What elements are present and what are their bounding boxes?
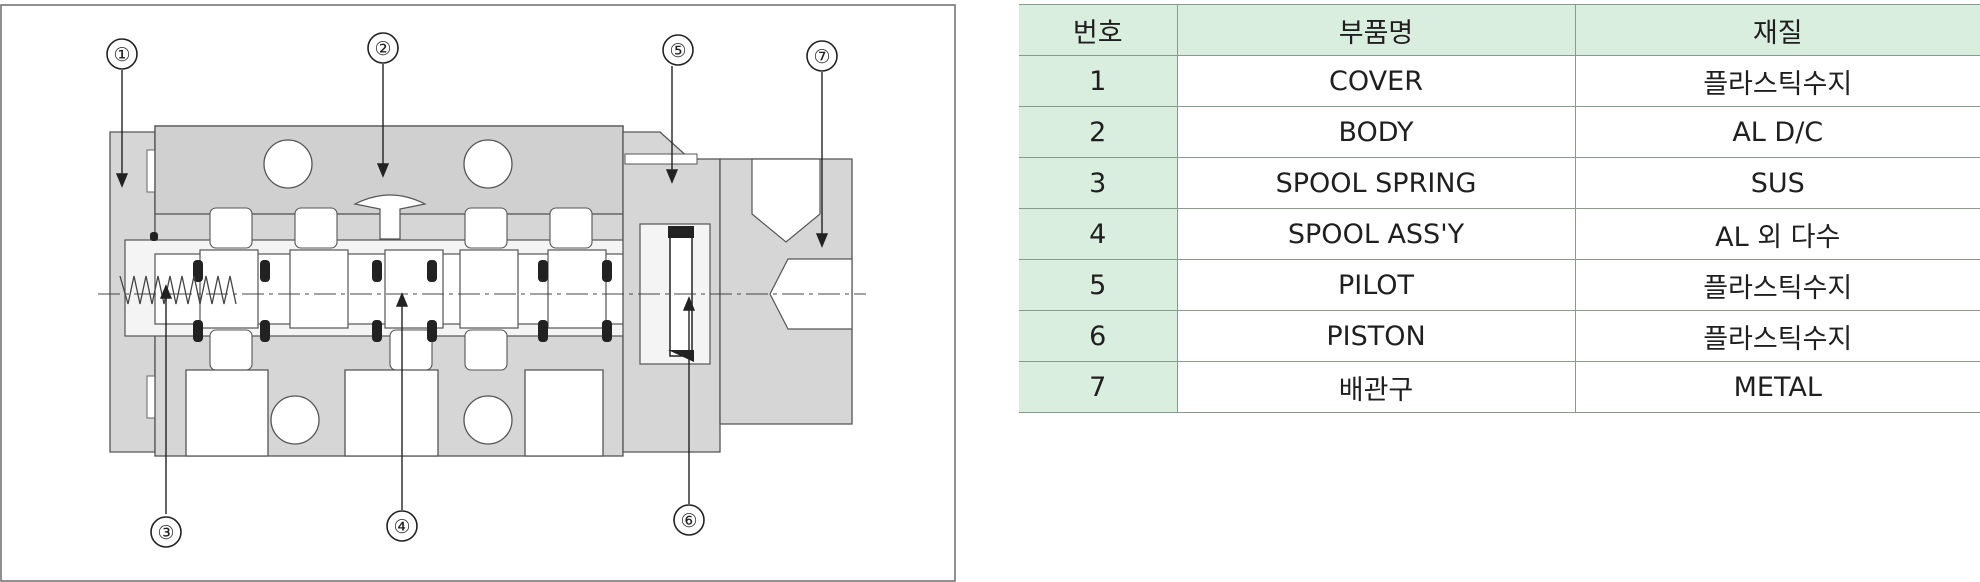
callout-1-label: ① bbox=[113, 44, 130, 66]
row-material: SUS bbox=[1575, 157, 1980, 209]
mount-hole bbox=[263, 139, 313, 189]
port-chambers bbox=[209, 207, 593, 371]
row-material: 플라스틱수지 bbox=[1575, 259, 1980, 311]
mount-hole bbox=[270, 395, 320, 445]
table-row: 6 PISTON 플라스틱수지 bbox=[1019, 310, 1980, 362]
header-part-name: 부품명 bbox=[1177, 4, 1576, 56]
row-part-name: PISTON bbox=[1177, 310, 1576, 362]
spool-spring bbox=[119, 275, 237, 305]
table-row: 5 PILOT 플라스틱수지 bbox=[1019, 259, 1980, 311]
piston-seal bbox=[668, 350, 694, 362]
callout-7-label: ⑦ bbox=[813, 46, 830, 68]
o-rings bbox=[150, 232, 612, 342]
pilot-passage bbox=[353, 194, 427, 240]
row-material: AL 외 다수 bbox=[1575, 208, 1980, 260]
row-material: AL D/C bbox=[1575, 106, 1980, 158]
header-material: 재질 bbox=[1575, 4, 1980, 56]
table-row: 1 COVER 플라스틱수지 bbox=[1019, 55, 1980, 107]
row-material: METAL bbox=[1575, 361, 1980, 413]
callout-2-circle bbox=[367, 32, 399, 64]
callout-1-circle bbox=[106, 38, 138, 70]
row-part-name: SPOOL ASS'Y bbox=[1177, 208, 1576, 260]
row-number: 1 bbox=[1019, 55, 1178, 107]
row-material: 플라스틱수지 bbox=[1575, 55, 1980, 107]
lower-ports bbox=[185, 369, 604, 457]
row-number: 7 bbox=[1019, 361, 1178, 413]
row-number: 3 bbox=[1019, 157, 1178, 209]
header-number: 번호 bbox=[1019, 4, 1178, 56]
row-number: 6 bbox=[1019, 310, 1178, 362]
row-part-name: PILOT bbox=[1177, 259, 1576, 311]
mount-hole bbox=[463, 139, 513, 189]
mount-hole bbox=[463, 395, 513, 445]
valve-cross-section-diagram: ① ② ③ ④ ⑤ ⑥ ⑦ bbox=[0, 4, 956, 582]
callout-7-circle bbox=[806, 40, 838, 72]
row-part-name: BODY bbox=[1177, 106, 1576, 158]
table-header-row: 번호 부품명 재질 bbox=[1019, 4, 1980, 56]
callout-5-circle bbox=[662, 34, 694, 66]
table-row: 3 SPOOL SPRING SUS bbox=[1019, 157, 1980, 209]
callout-3-label: ③ bbox=[157, 522, 174, 544]
row-part-name: COVER bbox=[1177, 55, 1576, 107]
row-part-name: SPOOL SPRING bbox=[1177, 157, 1576, 209]
row-number: 4 bbox=[1019, 208, 1178, 260]
callout-6-circle bbox=[673, 504, 705, 536]
callout-6-label: ⑥ bbox=[680, 510, 697, 532]
spool-assembly bbox=[154, 249, 656, 329]
row-material: 플라스틱수지 bbox=[1575, 310, 1980, 362]
callout-4-label: ④ bbox=[393, 516, 410, 538]
piston-seal bbox=[668, 226, 694, 238]
callout-leaders bbox=[115, 64, 829, 514]
callout-3-circle bbox=[150, 516, 182, 548]
port-thread bbox=[751, 158, 821, 243]
row-part-name: 배관구 bbox=[1177, 361, 1576, 413]
pilot-bracket bbox=[624, 153, 698, 165]
callout-2-label: ② bbox=[374, 38, 391, 60]
row-number: 5 bbox=[1019, 259, 1178, 311]
row-number: 2 bbox=[1019, 106, 1178, 158]
table-row: 2 BODY AL D/C bbox=[1019, 106, 1980, 158]
callout-5-label: ⑤ bbox=[669, 40, 686, 62]
callout-4-circle bbox=[386, 510, 418, 542]
table-row: 4 SPOOL ASS'Y AL 외 다수 bbox=[1019, 208, 1980, 260]
table-row: 7 배관구 METAL bbox=[1019, 361, 1980, 413]
parts-table: 번호 부품명 재질 1 COVER 플라스틱수지 2 BODY AL D/C 3… bbox=[1019, 4, 1980, 413]
